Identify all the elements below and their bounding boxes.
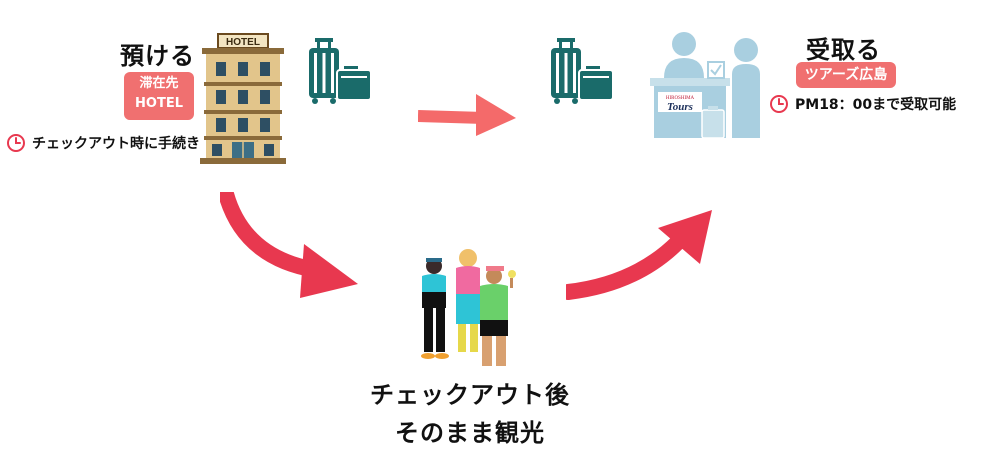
deposit-title: 預ける bbox=[120, 42, 195, 70]
checkout-note: チェックアウト時に手続き bbox=[6, 133, 200, 153]
luggage-icon-left bbox=[305, 36, 375, 104]
arrow-icon-top bbox=[418, 92, 518, 138]
hotel-badge: 滞在先 HOTEL bbox=[124, 72, 194, 120]
checkout-note-text: チェックアウト時に手続き bbox=[32, 136, 200, 152]
clock-icon bbox=[770, 95, 788, 113]
pickup-note-text: PM18：00まで受取可能 bbox=[795, 97, 957, 113]
tourists-illustration bbox=[412, 246, 522, 374]
arrow-icon-up bbox=[566, 208, 716, 300]
sightseeing-caption: チェックアウト後 そのまま観光 bbox=[340, 376, 600, 452]
counter-logo-main: Tours bbox=[667, 101, 693, 113]
hotel-icon: HOTEL bbox=[198, 32, 288, 164]
receive-title: 受取る bbox=[806, 36, 881, 64]
caption-line1: チェックアウト後 bbox=[370, 381, 570, 409]
reception-counter-icon: HIROSHIMA Tours bbox=[650, 30, 775, 142]
hotel-sign: HOTEL bbox=[226, 37, 260, 48]
counter-logo-small: HIROSHIMA bbox=[666, 96, 695, 101]
luggage-icon-right bbox=[547, 36, 617, 104]
luggage-icon bbox=[309, 38, 372, 104]
clock-icon bbox=[7, 134, 25, 152]
pickup-note: PM18：00まで受取可能 bbox=[769, 94, 956, 114]
arrow-icon-down bbox=[220, 192, 360, 302]
tours-badge: ツアーズ広島 bbox=[796, 62, 896, 88]
hotel-badge-line2: HOTEL bbox=[135, 96, 183, 111]
hotel-badge-line1: 滞在先 bbox=[139, 76, 179, 91]
caption-line2: そのまま観光 bbox=[395, 419, 545, 447]
